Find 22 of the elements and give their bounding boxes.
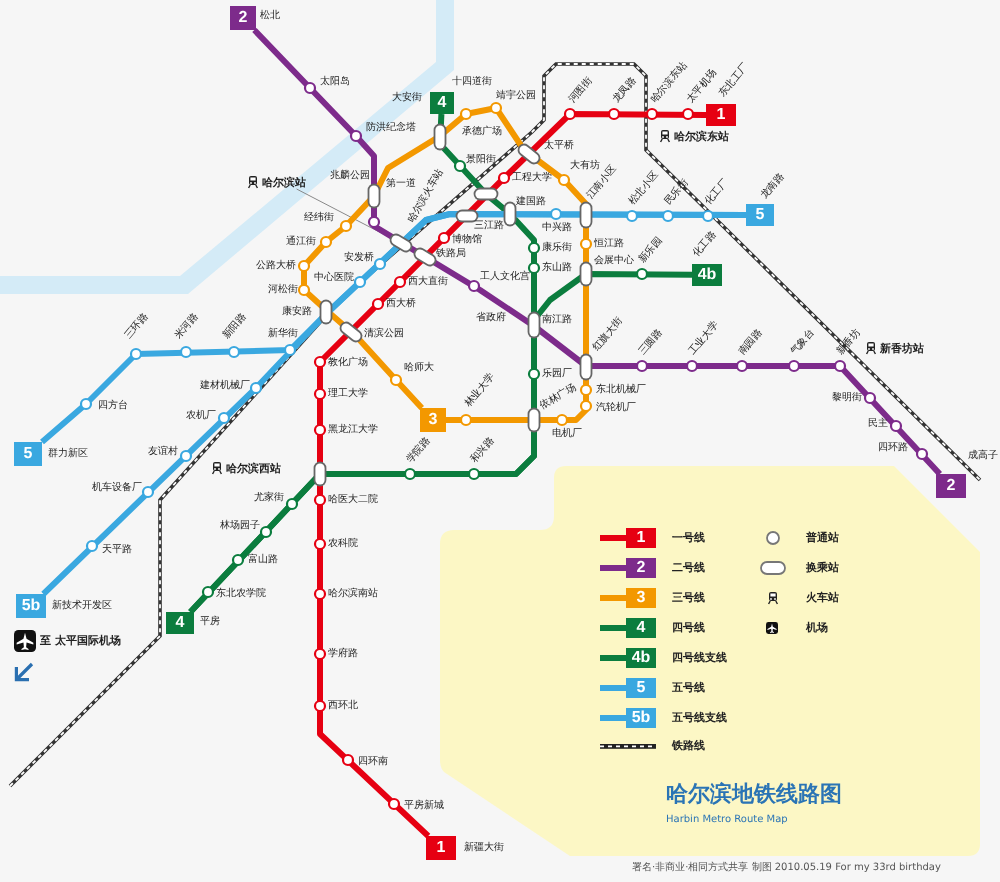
line-number: 1 xyxy=(706,104,736,126)
line-number: 3 xyxy=(626,588,656,608)
line-number: 5b xyxy=(626,708,656,728)
line-number: 4b xyxy=(692,264,722,286)
line-number: 1 xyxy=(426,836,456,860)
line-number: 1 xyxy=(626,528,656,548)
line-number: 4 xyxy=(626,618,656,638)
line-number: 5 xyxy=(746,204,774,226)
line-number: 5 xyxy=(626,678,656,698)
line-number: 2 xyxy=(936,474,966,498)
map-title: 哈尔滨地铁线路图 xyxy=(666,782,842,809)
line-number: 4b xyxy=(626,648,656,668)
line-number: 4 xyxy=(430,92,454,114)
metro-line xyxy=(252,27,942,477)
line-number: 2 xyxy=(626,558,656,578)
metro-line xyxy=(317,111,707,839)
metro-line xyxy=(188,271,693,615)
line-number: 4 xyxy=(166,612,194,634)
line-number: 2 xyxy=(230,6,256,30)
line-number: 3 xyxy=(420,408,446,432)
line-number: 5b xyxy=(16,594,46,618)
line-number: 5 xyxy=(14,442,42,466)
